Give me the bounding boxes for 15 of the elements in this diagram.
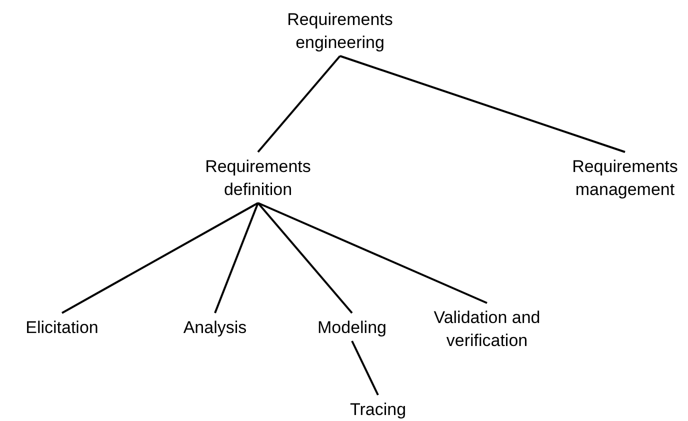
- node-label: Elicitation: [12, 316, 112, 339]
- node-label: Validation and verification: [412, 306, 562, 352]
- connector-line: [257, 55, 341, 153]
- node-label: Requirements management: [562, 155, 688, 201]
- node-label: Tracing: [338, 398, 418, 421]
- node-label: Modeling: [307, 316, 397, 339]
- node-label: Requirements definition: [193, 155, 323, 201]
- connector-line: [351, 340, 379, 396]
- node-label: Requirements engineering: [275, 8, 405, 54]
- connector-line: [214, 202, 259, 314]
- connector-line: [62, 202, 258, 314]
- connector-line: [340, 55, 626, 153]
- connector-line: [258, 202, 488, 304]
- connector-line: [257, 202, 353, 314]
- node-label: Analysis: [175, 316, 255, 339]
